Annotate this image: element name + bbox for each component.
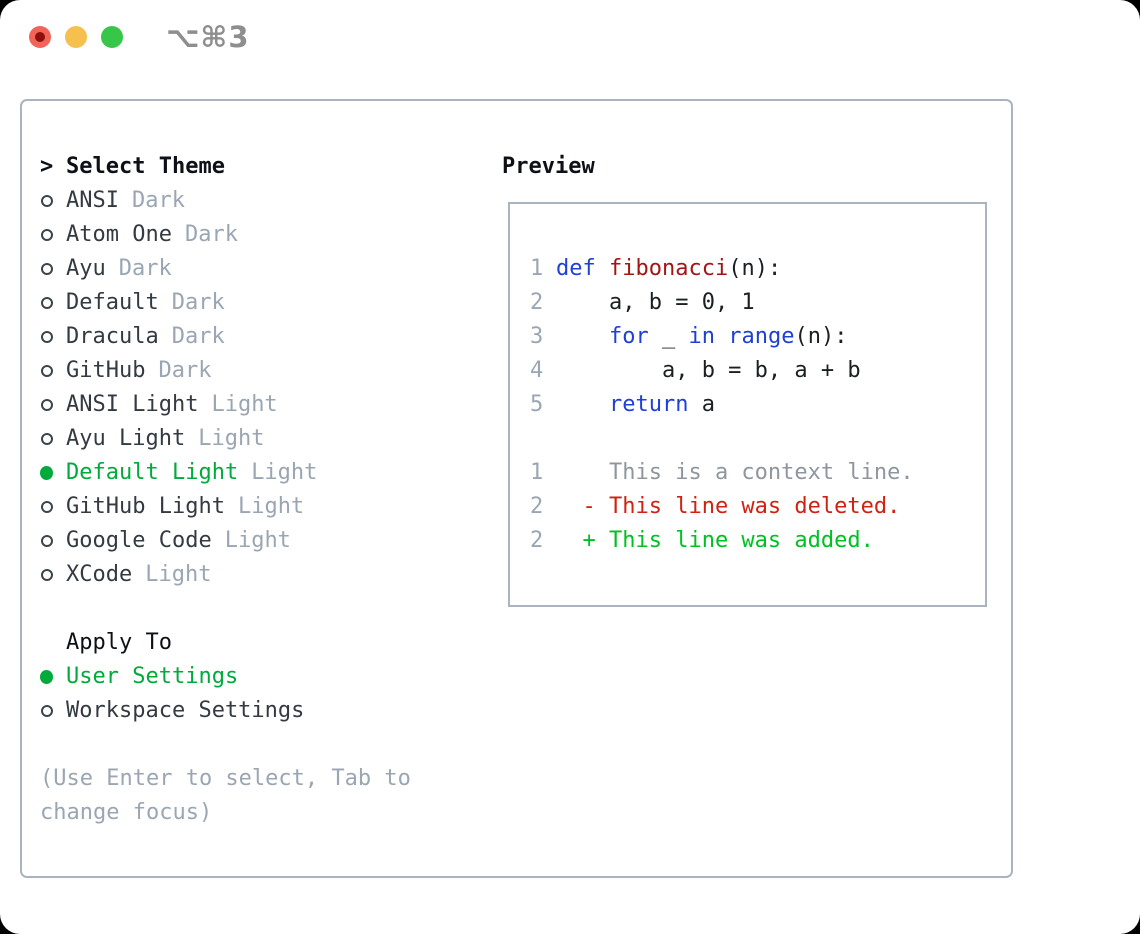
theme-variant-label: Light <box>237 494 305 519</box>
close-button[interactable] <box>29 26 51 48</box>
line-number: 4 <box>530 358 544 383</box>
theme-variant-label: Dark <box>118 256 172 281</box>
diff-deleted-line: 2 - This line was deleted. <box>530 490 985 524</box>
apply-option-workspace-settings[interactable]: Workspace Settings <box>40 694 470 728</box>
line-number: 5 <box>530 392 544 417</box>
radio-unselected-icon <box>40 501 53 513</box>
diff-context-line: 1 This is a context line. <box>530 456 985 490</box>
theme-list-header: > Select Theme <box>40 150 470 184</box>
radio-unselected-icon <box>40 705 53 717</box>
line-number: 2 <box>530 290 544 315</box>
radio-unselected-icon <box>40 263 53 275</box>
theme-list-title: Select Theme <box>66 154 225 179</box>
theme-variant-label: Dark <box>171 324 225 349</box>
line-number: 2 <box>530 494 544 519</box>
apply-to-header: Apply To <box>40 626 470 660</box>
radio-unselected-icon <box>40 433 53 445</box>
code-line-blank <box>530 422 985 456</box>
zoom-button[interactable] <box>101 26 123 48</box>
theme-variant-label: Dark <box>171 290 225 315</box>
radio-selected-icon <box>40 466 53 480</box>
code-line: 5 return a <box>530 388 985 422</box>
diff-added-line: 2 + This line was added. <box>530 524 985 558</box>
radio-unselected-icon <box>40 535 53 547</box>
code-line: 2 a, b = 0, 1 <box>530 286 985 320</box>
close-button-dot-icon <box>35 32 45 42</box>
line-number: 2 <box>530 528 544 553</box>
line-number: 1 <box>530 256 544 281</box>
minimize-button[interactable] <box>65 26 87 48</box>
section-gap <box>40 728 470 762</box>
keyboard-hint-text: (Use Enter to select, Tab to change focu… <box>40 766 411 825</box>
theme-variant-label: Dark <box>131 188 185 213</box>
focus-prompt-icon: > <box>40 154 54 179</box>
preview-title: Preview <box>502 154 595 179</box>
radio-unselected-icon <box>40 297 53 309</box>
theme-variant-label: Light <box>224 528 291 553</box>
theme-variant-label: Dark <box>158 358 212 383</box>
radio-unselected-icon <box>40 331 53 343</box>
theme-variant-label: Light <box>251 460 318 485</box>
radio-unselected-icon <box>40 399 53 411</box>
line-number: 1 <box>530 460 544 485</box>
apply-to-title: Apply To <box>66 630 172 655</box>
apply-option-user-settings[interactable]: User Settings <box>40 660 470 694</box>
line-number: 3 <box>530 324 544 349</box>
radio-selected-icon <box>40 670 53 684</box>
radio-unselected-icon <box>40 569 53 581</box>
theme-variant-label: Dark <box>184 222 238 247</box>
radio-unselected-icon <box>40 365 53 377</box>
keyboard-shortcut-label: ⌥⌘3 <box>166 20 250 54</box>
section-gap <box>40 592 470 626</box>
radio-unselected-icon <box>40 195 53 207</box>
code-line: 4 a, b = b, a + b <box>530 354 985 388</box>
radio-unselected-icon <box>40 229 53 241</box>
code-line: 3 for _ in range(n): <box>530 320 985 354</box>
theme-variant-label: Light <box>145 562 212 587</box>
theme-variant-label: Light <box>211 392 278 417</box>
theme-variant-label: Light <box>198 426 265 451</box>
